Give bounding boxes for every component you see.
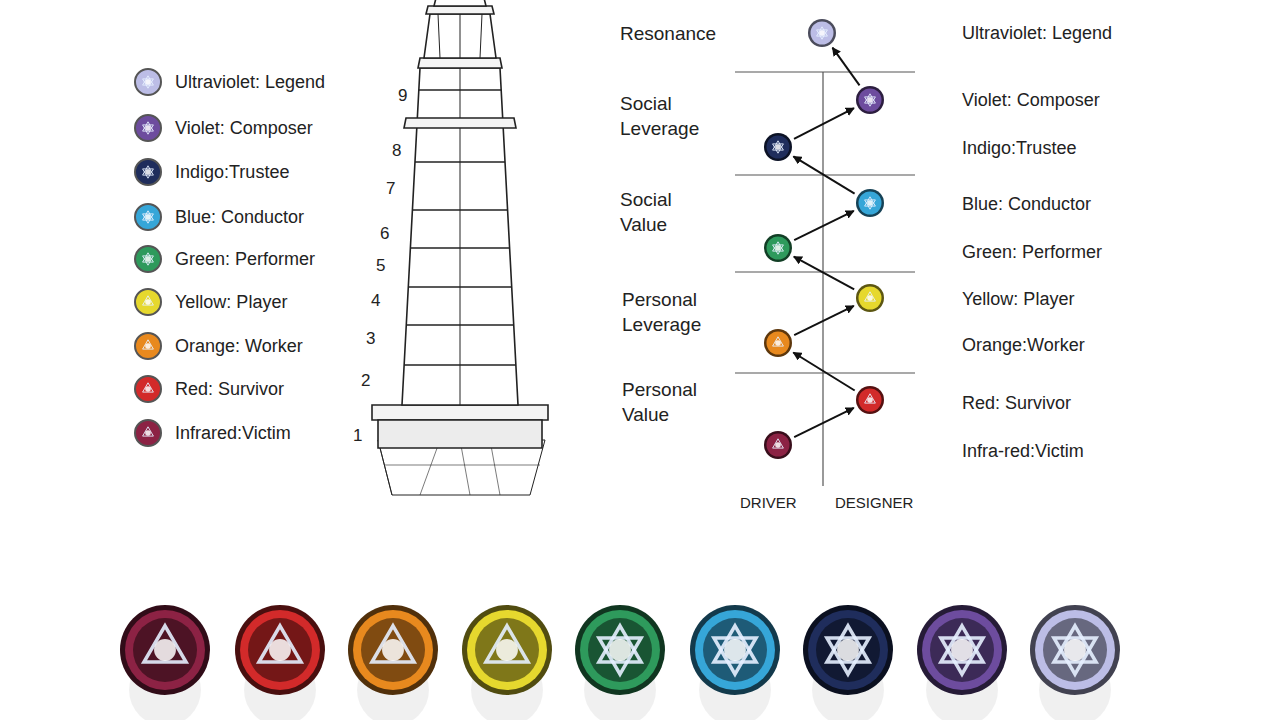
axis-label: DRIVER [740, 494, 797, 511]
circle-shape [855, 85, 885, 115]
progression-arrow [793, 156, 854, 193]
legend-swatch [134, 245, 162, 273]
legend-swatch [134, 68, 162, 96]
circle-shape [763, 233, 793, 263]
floor-number: 8 [392, 141, 401, 161]
swatch-symbol [136, 247, 160, 271]
axis-label: DESIGNER [835, 494, 913, 511]
progression-arrow [794, 211, 854, 240]
level-category: Resonance [620, 22, 712, 47]
level-label: Violet: Composer [962, 90, 1100, 111]
legend-label: Blue: Conductor [175, 207, 304, 228]
circle-shape [763, 328, 793, 358]
level-circle: Blue: Conductor [855, 188, 885, 218]
legend-label: Violet: Composer [175, 118, 313, 139]
floor-number: 4 [371, 291, 380, 311]
legend-swatch [134, 203, 162, 231]
tower-drawing [372, 0, 548, 495]
circle-shape [855, 188, 885, 218]
tower-floor-line [412, 209, 507, 210]
level-label: Orange:Worker [962, 335, 1085, 356]
swatch-symbol [136, 421, 160, 445]
legend-label: Infrared:Victim [175, 423, 291, 444]
legend-swatch [134, 375, 162, 403]
tower-floor-lines [404, 90, 516, 365]
level-category: Social Leverage [620, 92, 712, 141]
level-label: Indigo:Trustee [962, 138, 1076, 159]
legend-swatch [134, 158, 162, 186]
level-label: Ultraviolet: Legend [962, 23, 1112, 44]
level-circle: Indigo:Trustee [763, 132, 793, 162]
level-category: Social Value [620, 188, 712, 237]
circle-shape [807, 18, 837, 48]
level-circle: Ultraviolet: Legend [807, 18, 837, 48]
swatch-symbol [136, 377, 160, 401]
floor-number: 7 [386, 179, 395, 199]
level-circle: Violet: Composer [855, 85, 885, 115]
tower-floor-line [404, 364, 516, 365]
legend-swatch [134, 419, 162, 447]
progression-arrow [832, 48, 859, 86]
legend-label: Red: Survivor [175, 379, 284, 400]
progression-arrow [794, 306, 854, 335]
swatch-symbol [136, 160, 160, 184]
tower-floor-line [415, 161, 505, 162]
legend-label: Orange: Worker [175, 336, 303, 357]
level-label: Green: Performer [962, 242, 1102, 263]
level-category: Personal Leverage [622, 288, 714, 337]
level-circle: Orange:Worker [763, 328, 793, 358]
tower-floor-line [408, 286, 511, 287]
floor-number: 9 [398, 86, 407, 106]
progression-arrow [794, 108, 854, 139]
tower-floor-line [406, 324, 513, 325]
legend-swatch [134, 114, 162, 142]
level-circle: Green: Performer [763, 233, 793, 263]
legend-label: Ultraviolet: Legend [175, 72, 325, 93]
floor-number: 6 [380, 224, 389, 244]
floor-number: 1 [353, 426, 362, 446]
level-label: Infra-red:Victim [962, 441, 1084, 462]
legend-swatch [134, 332, 162, 360]
legend-swatch [134, 288, 162, 316]
progression-arrow [794, 408, 854, 437]
progression-arrow [793, 352, 854, 390]
tower-floor-line [410, 247, 509, 248]
floor-number: 3 [366, 329, 375, 349]
circle-shape [855, 385, 885, 415]
level-label: Blue: Conductor [962, 194, 1091, 215]
level-category: Personal Value [622, 378, 714, 427]
swatch-symbol [136, 70, 160, 94]
circle-shape [763, 430, 793, 460]
progression-arrow [794, 257, 854, 290]
legend-label: Yellow: Player [175, 292, 287, 313]
circle-shape [763, 132, 793, 162]
level-separators [735, 72, 915, 486]
level-circle: Red: Survivor [855, 385, 885, 415]
swatch-symbol [136, 290, 160, 314]
level-label: Yellow: Player [962, 289, 1074, 310]
level-label: Red: Survivor [962, 393, 1071, 414]
level-circle: Yellow: Player [855, 283, 885, 313]
tower-floor-line [419, 89, 501, 90]
circle-shape [855, 283, 885, 313]
swatch-symbol [136, 116, 160, 140]
swatch-symbol [136, 205, 160, 229]
level-badge-row [120, 605, 1120, 720]
legend-label: Green: Performer [175, 249, 315, 270]
legend-label: Indigo:Trustee [175, 162, 289, 183]
swatch-symbol [136, 334, 160, 358]
level-circle: Infra-red:Victim [763, 430, 793, 460]
floor-number: 5 [376, 256, 385, 276]
floor-number: 2 [361, 371, 370, 391]
